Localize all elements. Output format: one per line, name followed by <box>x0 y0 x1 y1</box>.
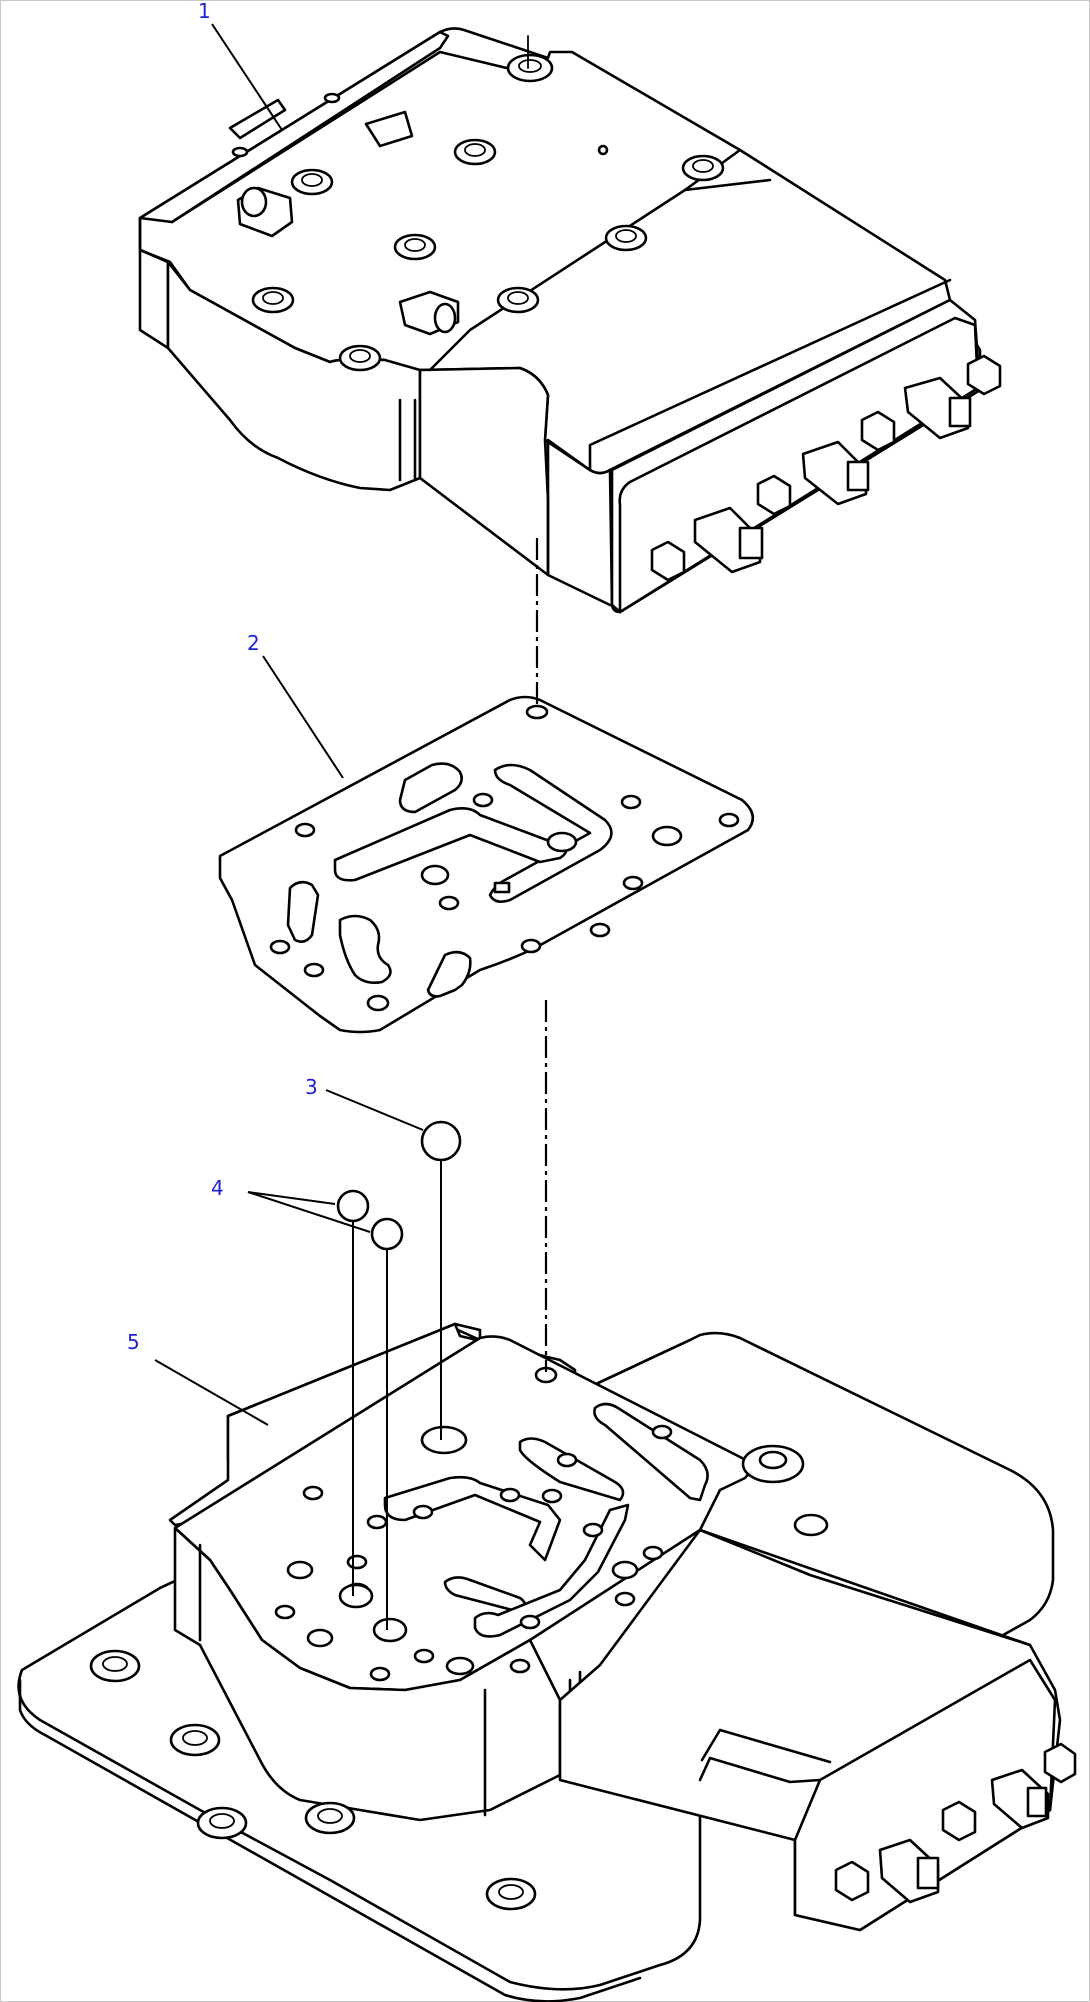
hex-plugs <box>650 354 1002 582</box>
upper-valve-body <box>138 27 1002 614</box>
lower-hex-plugs <box>834 1742 1077 1902</box>
lower-valve-body <box>17 1322 1077 2002</box>
solenoid-connectors <box>693 376 972 574</box>
callout-leaders <box>154 23 424 1426</box>
lower-solenoid-connectors <box>878 1768 1050 1904</box>
callout-labels: 1 2 3 4 5 <box>127 0 318 1354</box>
check-balls-small <box>336 1189 404 1251</box>
callout-1: 1 <box>198 0 211 23</box>
alignment-centerlines <box>352 538 548 1630</box>
callout-4: 4 <box>211 1176 224 1200</box>
callout-3: 3 <box>305 1075 318 1099</box>
callout-5: 5 <box>127 1330 140 1354</box>
callout-2: 2 <box>247 631 260 655</box>
separator-plate <box>218 695 755 1034</box>
check-ball-large <box>420 1120 462 1162</box>
